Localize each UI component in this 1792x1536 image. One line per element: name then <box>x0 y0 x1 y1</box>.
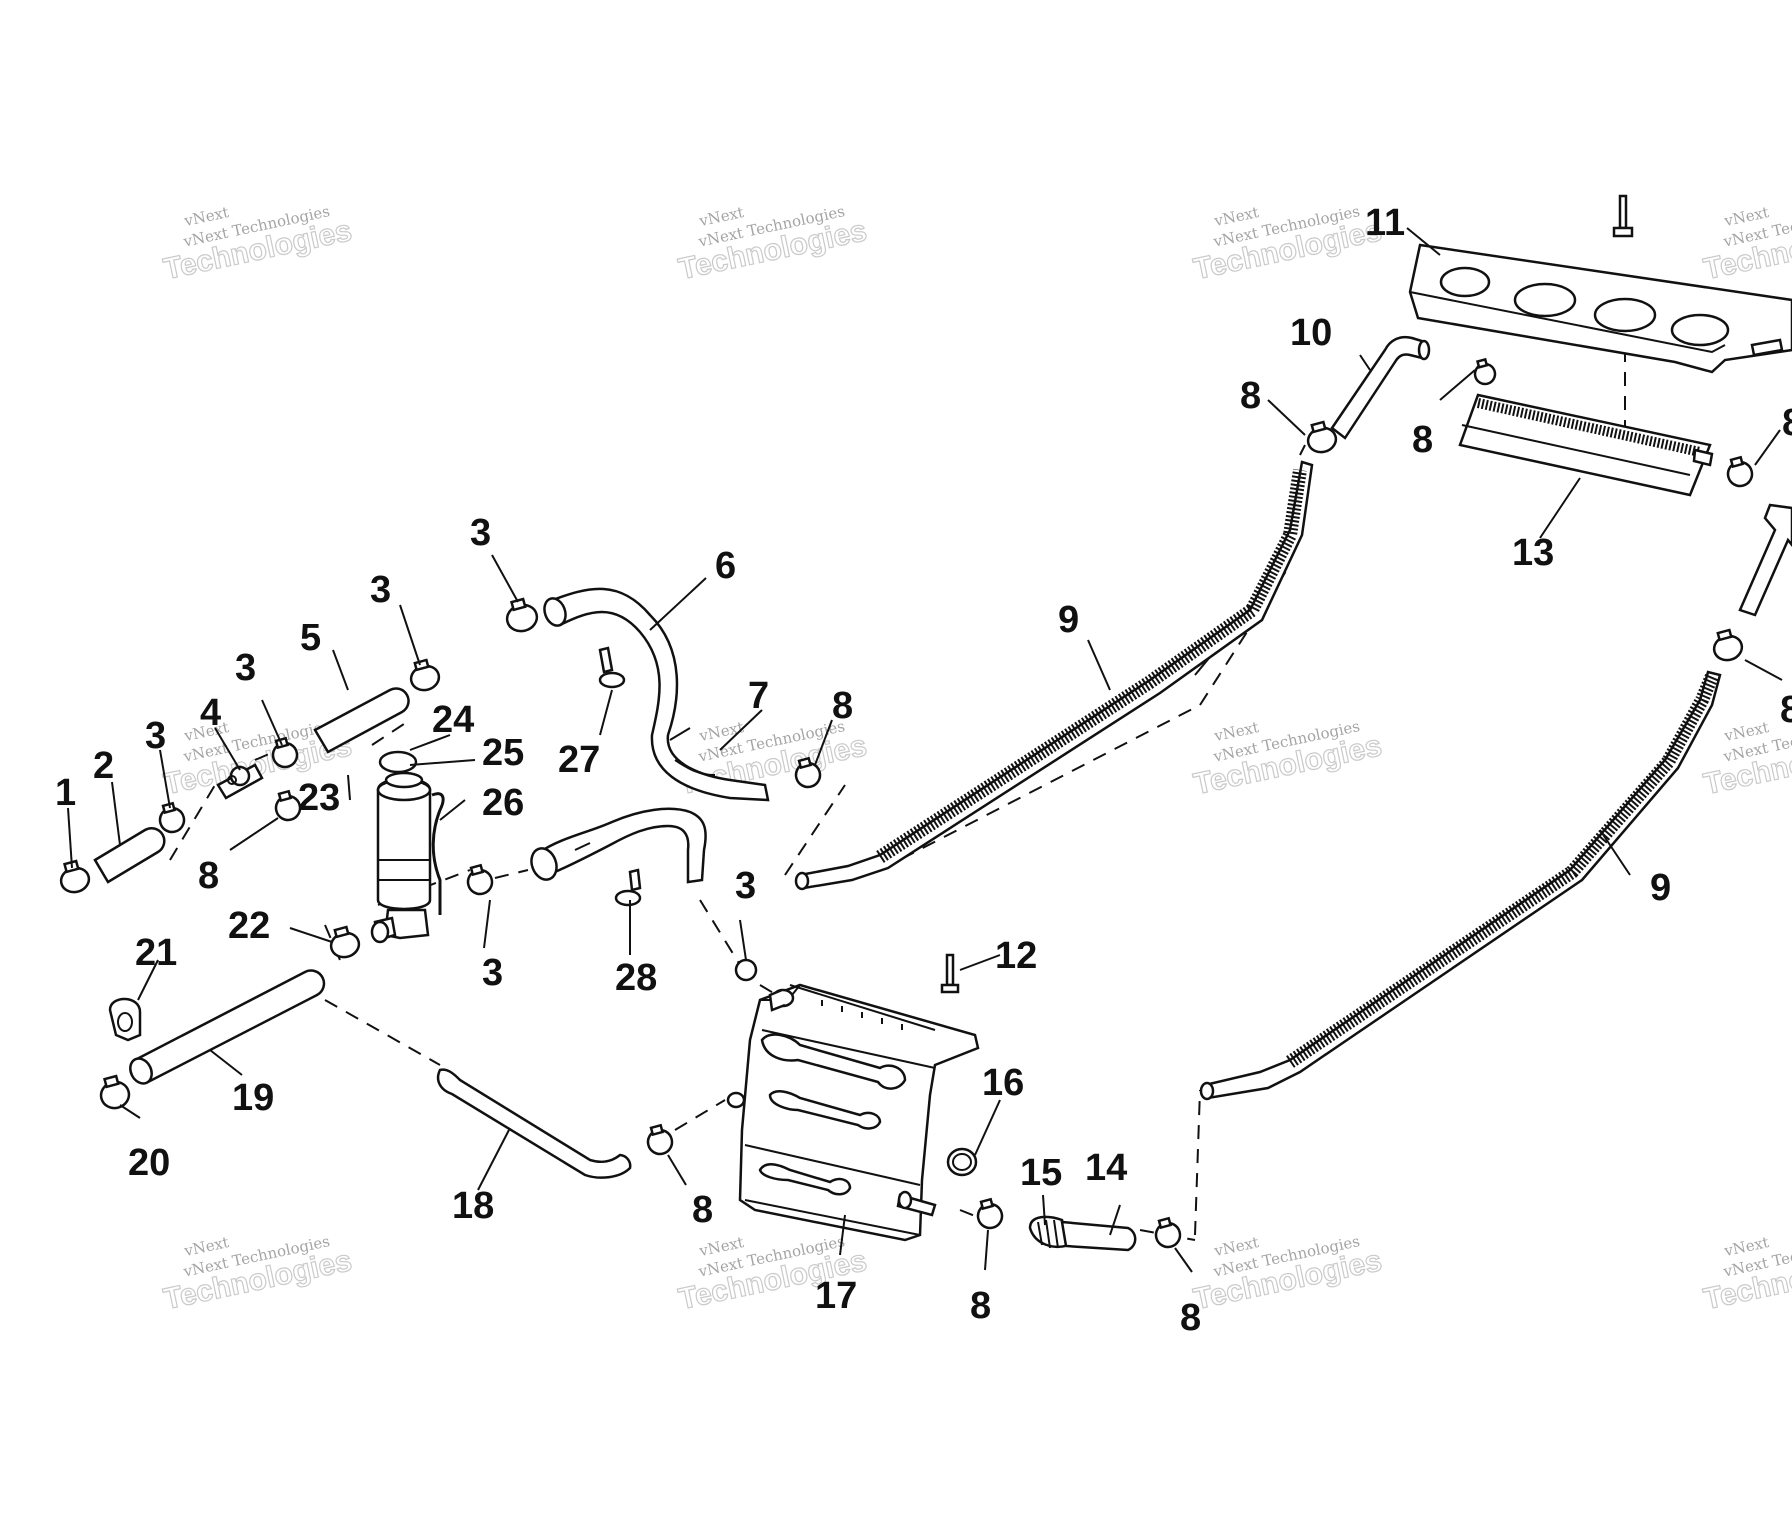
clamp-8b <box>274 789 302 822</box>
callout-3-e: 3 <box>482 952 503 994</box>
part-17-heat-exchanger <box>726 983 980 1242</box>
part-9-upper-tube <box>794 460 1314 891</box>
clamp-22 <box>329 925 361 959</box>
leader-lines <box>67 227 1783 1273</box>
part-right-elbow <box>1738 503 1792 617</box>
clamp-16 <box>946 1147 978 1177</box>
part-19-hose <box>129 969 326 1085</box>
callout-1: 1 <box>55 772 76 814</box>
callout-9-a: 9 <box>1058 599 1079 641</box>
part-9-lower-tube <box>1199 670 1722 1101</box>
clamp-8g <box>1473 357 1497 386</box>
clamp-3d <box>505 597 539 633</box>
callout-8-b: 8 <box>198 855 219 897</box>
callout-8-i: 8 <box>1780 689 1792 731</box>
callout-27: 27 <box>558 739 600 781</box>
callout-12: 12 <box>995 935 1037 977</box>
part-10-elbow <box>1330 335 1431 440</box>
callout-7: 7 <box>748 675 769 717</box>
callout-16: 16 <box>982 1062 1024 1104</box>
callout-20: 20 <box>128 1142 170 1184</box>
part-4-fitting <box>216 763 264 800</box>
watermark-group: vNext vNext Technologies Technologies vN… <box>160 202 1792 1317</box>
callout-8-g: 8 <box>1412 419 1433 461</box>
clamp-3e <box>466 863 494 896</box>
callout-5: 5 <box>300 617 321 659</box>
callout-23: 23 <box>298 777 340 819</box>
callout-labels: 1 2 3 4 3 5 3 3 6 7 8 24 25 23 26 8 22 3… <box>55 202 1792 1339</box>
clamp-3a <box>158 801 186 834</box>
clamp-3c <box>409 658 441 692</box>
callout-26: 26 <box>482 782 524 824</box>
callout-2: 2 <box>93 745 114 787</box>
callout-21: 21 <box>135 932 177 974</box>
part-2-hose <box>93 827 166 884</box>
clamp-8i <box>1712 628 1744 662</box>
part-6-hose <box>543 587 770 802</box>
part-26-strap <box>431 792 445 915</box>
clamp-8h <box>1726 455 1754 488</box>
clamp-20 <box>99 1074 131 1110</box>
callout-8-c: 8 <box>692 1189 713 1231</box>
callout-8-d: 8 <box>970 1285 991 1327</box>
callout-24: 24 <box>432 699 474 741</box>
callout-8-h: 8 <box>1782 402 1792 444</box>
callout-4: 4 <box>200 692 221 734</box>
part-13-heater-core <box>1458 393 1714 497</box>
callout-22: 22 <box>228 905 270 947</box>
part-12-bolt <box>940 953 960 994</box>
callout-19: 19 <box>232 1077 274 1119</box>
part-28-clip <box>614 868 642 907</box>
part-18-hose <box>436 1068 632 1179</box>
part-24-cap <box>378 750 418 774</box>
callout-11: 11 <box>1365 202 1405 244</box>
callout-8-e: 8 <box>1180 1297 1201 1339</box>
callout-10: 10 <box>1290 312 1332 354</box>
callout-3-d: 3 <box>470 512 491 554</box>
callout-13: 13 <box>1512 532 1554 574</box>
part-21-bracket <box>108 997 142 1042</box>
clamp-8f <box>1306 420 1338 454</box>
callout-25: 25 <box>482 732 524 774</box>
callout-3-c: 3 <box>370 569 391 611</box>
clamp-8a <box>794 756 822 789</box>
part-23-reservoir <box>370 771 432 944</box>
callout-9-b: 9 <box>1650 867 1671 909</box>
callout-28: 28 <box>615 957 657 999</box>
hose-clamps <box>59 357 1754 1249</box>
callout-6: 6 <box>715 545 736 587</box>
clamp-8c <box>646 1123 674 1156</box>
clamp-1 <box>59 859 91 894</box>
callout-17: 17 <box>815 1275 857 1317</box>
callout-3-f: 3 <box>735 865 756 907</box>
callout-3-b: 3 <box>235 647 256 689</box>
clamp-8d <box>976 1197 1004 1230</box>
clamp-3f <box>734 958 758 982</box>
part-14-hose <box>1060 1220 1137 1252</box>
callout-14: 14 <box>1085 1147 1127 1189</box>
part-11-plate <box>1408 194 1792 374</box>
part-27-clip <box>598 646 626 689</box>
clamp-8e <box>1154 1216 1182 1249</box>
callout-3-a: 3 <box>145 715 166 757</box>
part-5-hose <box>313 687 410 754</box>
part-7-hose <box>530 807 707 884</box>
callout-18: 18 <box>452 1185 494 1227</box>
callout-15: 15 <box>1020 1152 1062 1194</box>
callout-8-a: 8 <box>832 685 853 727</box>
callout-8-f: 8 <box>1240 375 1261 417</box>
